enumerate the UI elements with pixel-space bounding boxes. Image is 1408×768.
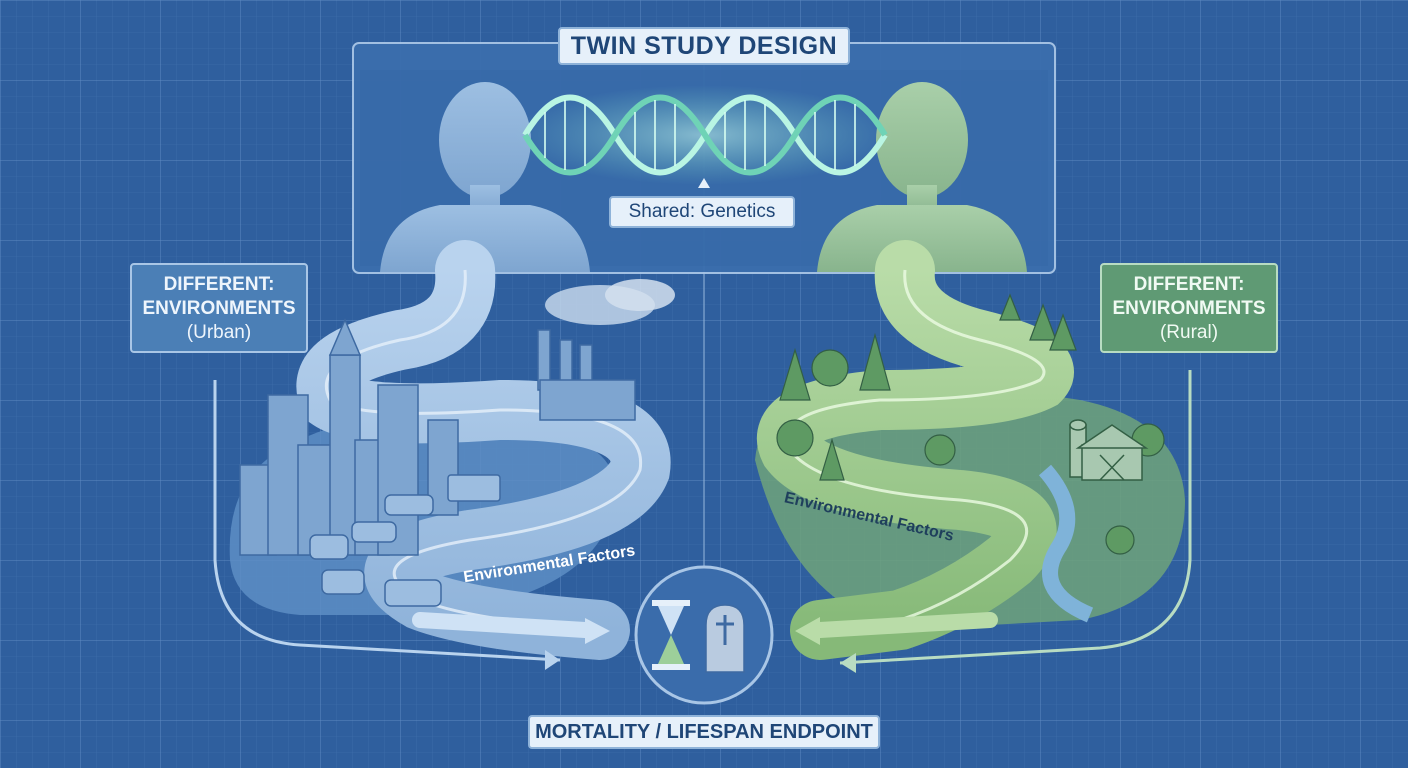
urban-line1: DIFFERENT:: [163, 274, 275, 295]
gravestone-icon: [705, 604, 745, 673]
hourglass-icon: [652, 600, 690, 670]
vehicles: [309, 474, 501, 607]
urban-environment-label: DIFFERENT: ENVIRONMENTS (Urban): [130, 263, 308, 353]
rural-line2: ENVIRONMENTS: [1112, 298, 1266, 319]
endpoint-label: MORTALITY / LIFESPAN ENDPOINT: [528, 715, 880, 749]
dna-helix-icon: [514, 85, 894, 188]
urban-line3: (Urban): [186, 322, 252, 343]
factory-icon: [537, 279, 675, 421]
urban-line2: ENVIRONMENTS: [142, 298, 296, 319]
endpoint-emblem: [634, 565, 774, 705]
rural-line3: (Rural): [1159, 322, 1219, 343]
rural-environment-label: DIFFERENT: ENVIRONMENTS (Rural): [1100, 263, 1278, 353]
twin-left-silhouette-icon: [380, 82, 590, 272]
twin-right-silhouette-icon: [817, 82, 1027, 272]
farm-barn-icon: [1069, 419, 1149, 481]
diagram-title: TWIN STUDY DESIGN: [558, 27, 850, 65]
rural-line1: DIFFERENT:: [1133, 274, 1245, 295]
shared-genetics-label: Shared: Genetics: [609, 196, 795, 228]
